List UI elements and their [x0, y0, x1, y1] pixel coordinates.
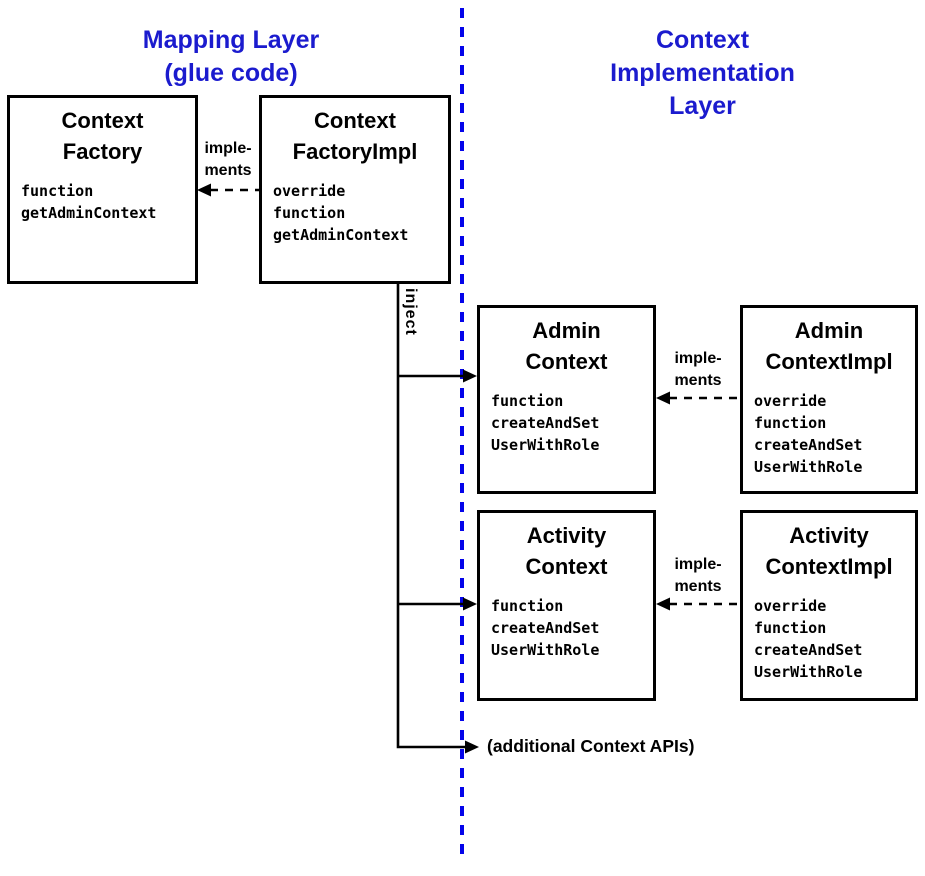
additional-context-apis-label: (additional Context APIs) [487, 736, 695, 756]
mapping-layer-heading: Mapping Layer (glue code) [142, 26, 320, 87]
implements-arrowhead-admin [656, 391, 670, 405]
context-implementation-layer-heading: Context Implementation Layer [610, 26, 795, 120]
admin-context-members: function createAndSet UserWithRole [491, 392, 600, 454]
admin-context-box: Admin Context function createAndSet User… [477, 305, 656, 494]
activity-context-impl-box: Activity ContextImpl override function c… [740, 510, 918, 701]
admin-context-title: Admin Context [525, 318, 608, 374]
implements-arrowhead-activity [656, 597, 670, 611]
implements-label-factory: imple- ments [204, 140, 252, 179]
context-factory-title: Context Factory [61, 108, 144, 164]
inject-arrowhead-admin [463, 369, 477, 383]
implements-arrowhead-factory [197, 183, 211, 197]
inject-arrowhead-additional-apis [465, 740, 479, 754]
implements-label-activity: imple- ments [674, 556, 722, 595]
activity-context-members: function createAndSet UserWithRole [491, 597, 600, 659]
activity-context-box: Activity Context function createAndSet U… [477, 510, 656, 701]
inject-trunk-line [396, 283, 465, 749]
inject-label: inject [402, 288, 419, 336]
activity-context-title: Activity Context [525, 523, 608, 579]
admin-context-impl-box: Admin ContextImpl override function crea… [740, 305, 918, 494]
context-factory-members: function getAdminContext [21, 182, 157, 222]
admin-context-impl-members: override function createAndSet UserWithR… [754, 392, 863, 476]
context-factory-impl-members: override function getAdminContext [273, 182, 409, 244]
activity-context-impl-members: override function createAndSet UserWithR… [754, 597, 863, 681]
activity-context-impl-title: Activity ContextImpl [765, 523, 893, 579]
admin-context-impl-title: Admin ContextImpl [765, 318, 893, 374]
context-factory-impl-title: Context FactoryImpl [292, 108, 418, 164]
inject-arrowhead-activity [463, 597, 477, 611]
context-factory-impl-box: Context FactoryImpl override function ge… [259, 95, 451, 284]
implements-label-admin: imple- ments [674, 350, 722, 389]
context-factory-box: Context Factory function getAdminContext [7, 95, 198, 284]
